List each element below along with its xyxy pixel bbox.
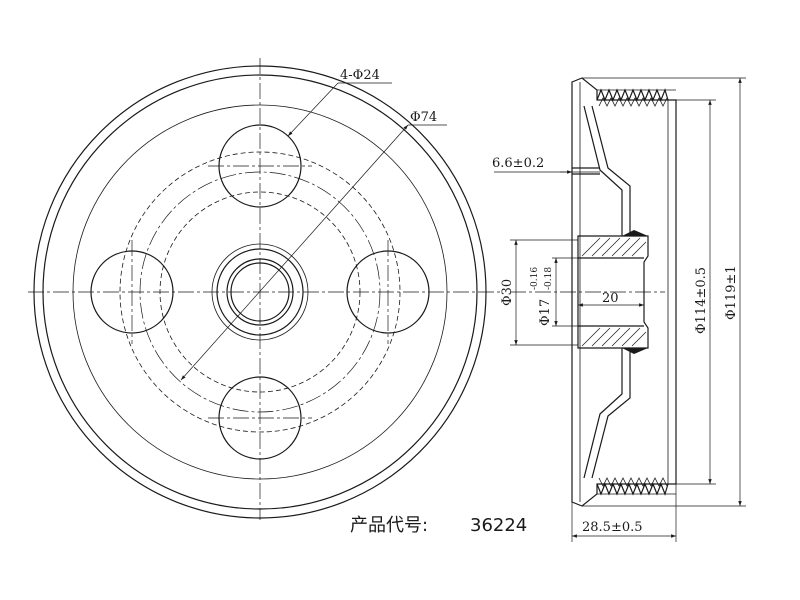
groove-circle: [72, 104, 448, 480]
bore-tol-upper: -0.16: [530, 267, 540, 290]
web-top: [583, 105, 631, 236]
web-bottom: [583, 348, 631, 479]
bore-tol-lower: -0.18: [544, 267, 554, 290]
product-code-value: 36224: [470, 515, 527, 536]
hub-outline: [577, 235, 649, 349]
hub-length-dimension: 20: [602, 291, 619, 306]
flange-top: [572, 167, 600, 175]
hub-dia-dimension: Φ30: [500, 279, 515, 306]
top-groove-profile-inner: [598, 97, 668, 107]
width-dimension: 28.5±0.5: [582, 520, 643, 535]
groove-dia-dimension: Φ114±0.5: [694, 267, 709, 334]
rim-inner-circle: [42, 74, 478, 510]
front-view: 4-Φ24 Φ74: [28, 58, 502, 520]
hole-pattern-leader: [287, 82, 339, 137]
bolt-circle-dimension: Φ74: [410, 110, 437, 125]
flange-thickness-dimension: 6.6±0.2: [492, 156, 544, 171]
bolt-circle-dimension-line: [180, 124, 409, 381]
hub-hatching-top: [581, 237, 647, 257]
hole-pattern-dimension: 4-Φ24: [340, 68, 380, 83]
bore-dia-dimension: Φ17: [538, 299, 553, 326]
side-view: 6.6±0.2 Φ30 Φ17 -0.16 -0.18 20 Φ114±0.5 …: [492, 77, 746, 542]
outer-rim-circle: [33, 65, 487, 519]
hub-wedge-bottom: [622, 348, 648, 354]
outer-dia-dimension: Φ119±1: [724, 265, 739, 320]
bottom-groove-profile-inner: [598, 477, 668, 487]
hub-hatching-bottom: [581, 327, 647, 347]
top-groove-profile: [596, 88, 669, 102]
bottom-groove-profile: [596, 482, 669, 496]
product-code-label: 产品代号:: [350, 515, 428, 536]
caption: 产品代号: 36224: [350, 515, 527, 536]
hub-wedge-top: [622, 230, 648, 236]
